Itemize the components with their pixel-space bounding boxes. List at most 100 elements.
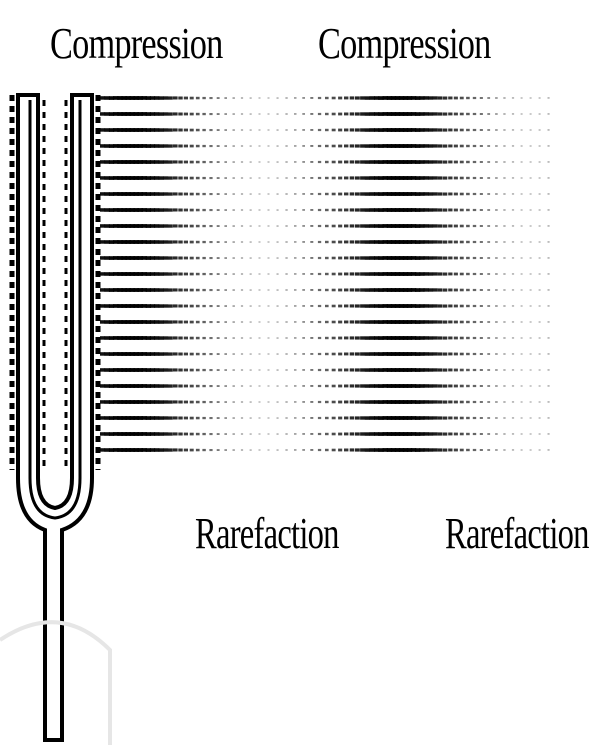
wave-particle <box>386 224 393 228</box>
wave-particle <box>338 336 343 340</box>
wave-particle <box>141 128 147 132</box>
wave-particle <box>189 224 194 228</box>
wave-particle <box>149 112 156 116</box>
wave-particle <box>360 352 365 356</box>
wave-particle <box>113 96 119 100</box>
wave-particle <box>410 208 417 212</box>
wave-particle <box>145 368 151 372</box>
wave-particle <box>100 336 106 340</box>
wave-particle <box>520 433 523 435</box>
wave-particle <box>378 256 384 260</box>
wave-particle <box>472 352 477 356</box>
wave-particle <box>487 385 491 387</box>
wave-particle <box>364 432 370 436</box>
wave-particle <box>285 113 288 115</box>
wave-particle <box>183 208 188 212</box>
wave-particle <box>285 241 288 243</box>
wave-particle <box>258 209 261 211</box>
wave-particle <box>232 369 235 371</box>
wave-particle <box>189 240 194 244</box>
wave-particle <box>158 448 164 452</box>
wave-particle <box>149 176 156 180</box>
wave-particle <box>511 161 515 163</box>
wave-particle <box>258 193 261 195</box>
wave-particle <box>495 369 498 371</box>
wave-particle <box>503 289 506 291</box>
wave-particle <box>216 433 220 435</box>
wave-particle <box>104 304 110 308</box>
wave-particle <box>240 129 244 131</box>
wave-particle <box>163 272 169 276</box>
wave-particle <box>168 192 173 196</box>
wave-particle <box>423 304 429 308</box>
wave-particle <box>369 256 375 260</box>
wave-particle <box>386 320 393 324</box>
wave-particle <box>503 401 506 403</box>
wave-particle <box>145 336 151 340</box>
wave-particle <box>133 336 139 340</box>
wave-particle <box>349 160 355 164</box>
wave-particle <box>459 176 464 180</box>
wave-particle <box>117 416 123 420</box>
wave-particle <box>302 161 305 163</box>
wave-particle <box>125 160 131 164</box>
wave-particle <box>344 224 349 228</box>
wave-particle <box>437 240 443 244</box>
wave-particle <box>419 288 425 292</box>
wave-particle <box>267 433 270 435</box>
wave-particle <box>360 144 365 148</box>
wave-particle <box>442 432 448 436</box>
wave-particle <box>173 336 178 340</box>
wave-particle <box>276 145 279 147</box>
wave-particle <box>442 144 448 148</box>
wave-particle <box>349 144 355 148</box>
wave-particle <box>154 144 160 148</box>
wave-particle <box>419 400 425 404</box>
wave-particle <box>495 321 498 323</box>
wave-particle <box>216 321 220 323</box>
wave-particle <box>360 448 365 452</box>
wave-particle <box>285 369 288 371</box>
wave-particle <box>479 305 483 307</box>
wave-particle <box>137 352 143 356</box>
wave-particle <box>448 208 453 212</box>
wave-particle <box>360 192 365 196</box>
wave-particle <box>374 144 380 148</box>
wave-particle <box>406 400 413 404</box>
wave-particle <box>141 368 147 372</box>
wave-particle <box>423 416 429 420</box>
wave-particle <box>369 304 375 308</box>
wave-particle <box>145 96 151 100</box>
wave-particle <box>117 96 123 100</box>
wave-particle <box>520 177 523 179</box>
wave-particle <box>453 304 458 308</box>
wave-particle <box>386 368 393 372</box>
wave-particle <box>487 353 491 355</box>
wave-particle <box>149 256 156 260</box>
wave-particle <box>382 400 388 404</box>
wave-particle <box>121 176 127 180</box>
wave-particle <box>173 208 178 212</box>
wave-particle <box>511 177 515 179</box>
wave-particle <box>224 321 227 323</box>
wave-particle <box>402 336 409 340</box>
wave-particle <box>406 368 413 372</box>
wave-particle <box>129 224 135 228</box>
wave-particle <box>378 272 384 276</box>
wave-particle <box>378 304 384 308</box>
wave-particle <box>437 416 443 420</box>
wave-particle <box>294 385 297 387</box>
wave-particle <box>108 384 115 388</box>
wave-particle <box>453 368 458 372</box>
wave-particle <box>267 449 270 451</box>
wave-particle <box>448 224 453 228</box>
wave-particle <box>240 353 244 355</box>
wave-particle <box>302 113 305 115</box>
wave-particle <box>432 144 438 148</box>
wave-particle <box>202 352 206 356</box>
wave-particle <box>202 416 206 420</box>
wave-particle <box>495 273 498 275</box>
wave-particle <box>529 225 532 227</box>
wave-particle <box>331 432 336 436</box>
